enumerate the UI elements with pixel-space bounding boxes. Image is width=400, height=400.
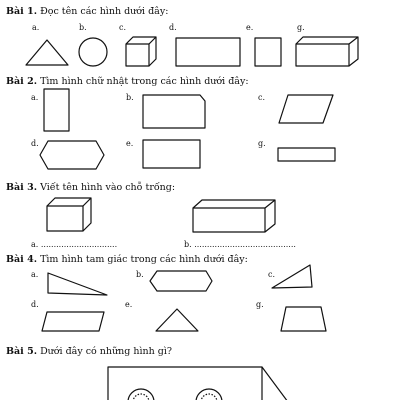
ex1-label-e: e. — [246, 23, 254, 32]
ex2-parallelogram — [278, 94, 334, 124]
ex4-parallelogram — [41, 311, 105, 332]
ex5-vehicle — [107, 366, 288, 400]
exercise-1-text: Đọc tên các hình dưới đây: — [40, 6, 169, 17]
ex4-label-b: b. — [136, 270, 144, 279]
ex2-label-c: c. — [258, 93, 266, 102]
ex2-tall-rectangle — [43, 88, 70, 132]
ex2-label-d: d. — [31, 139, 39, 148]
exercise-2-heading: Bài 2. Tìm hình chữ nhật trong các hình … — [6, 77, 249, 87]
ex3-cuboid — [192, 199, 276, 233]
exercise-3-text: Viết tên hình vào chỗ trống: — [40, 182, 176, 193]
ex2-label-a: a. — [31, 93, 39, 102]
ex4-hexagon — [149, 270, 213, 292]
ex1-label-d: d. — [169, 23, 177, 32]
ex1-square — [254, 37, 282, 67]
ex1-triangle — [25, 39, 69, 66]
ex1-cube — [125, 36, 157, 67]
ex4-right-triangle — [47, 272, 108, 296]
exercise-1-number: Bài 1. — [6, 6, 38, 17]
exercise-1-heading: Bài 1. Đọc tên các hình dưới đây: — [6, 7, 168, 17]
ex1-cuboid — [295, 36, 359, 67]
ex2-label-b: b. — [126, 93, 134, 102]
ex2-label-e: e. — [126, 139, 134, 148]
exercise-4-heading: Bài 4. Tìm hình tam giác trong các hình … — [6, 255, 248, 265]
exercise-5-number: Bài 5. — [6, 346, 38, 357]
ex1-label-g: g. — [297, 23, 305, 32]
exercise-3-number: Bài 3. — [6, 182, 38, 193]
exercise-5-text: Dưới đây có những hình gì? — [40, 346, 172, 357]
exercise-2-text: Tìm hình chữ nhật trong các hình dưới đâ… — [40, 76, 249, 87]
ex3-blank-a[interactable]: a. .............................. — [31, 240, 118, 249]
ex4-triangle — [155, 308, 199, 332]
ex4-trapezoid — [280, 306, 327, 332]
ex3-cube — [46, 197, 92, 232]
exercise-3-heading: Bài 3. Viết tên hình vào chỗ trống: — [6, 183, 175, 193]
ex2-cut-corner-rectangle — [142, 94, 206, 129]
ex1-circle — [78, 37, 108, 67]
ex3-blank-b[interactable]: b. .....................................… — [184, 240, 296, 249]
exercise-2-number: Bài 2. — [6, 76, 38, 87]
ex1-rectangle — [175, 37, 241, 67]
exercise-4-text: Tìm hình tam giác trong các hình dưới đâ… — [40, 254, 248, 265]
ex1-label-a: a. — [32, 23, 40, 32]
ex4-label-g: g. — [256, 300, 264, 309]
ex4-label-e: e. — [125, 300, 133, 309]
ex1-label-c: c. — [119, 23, 127, 32]
ex2-thin-rectangle — [277, 147, 336, 162]
ex2-label-g: g. — [258, 139, 266, 148]
ex2-hexagon — [39, 140, 105, 170]
exercise-4-number: Bài 4. — [6, 254, 38, 265]
ex1-label-b: b. — [79, 23, 87, 32]
ex2-rectangle — [142, 139, 201, 169]
exercise-5-heading: Bài 5. Dưới đây có những hình gì? — [6, 347, 172, 357]
ex4-label-c: c. — [268, 270, 276, 279]
ex4-thin-triangle — [271, 264, 313, 289]
ex4-label-d: d. — [31, 300, 39, 309]
ex4-label-a: a. — [31, 270, 39, 279]
